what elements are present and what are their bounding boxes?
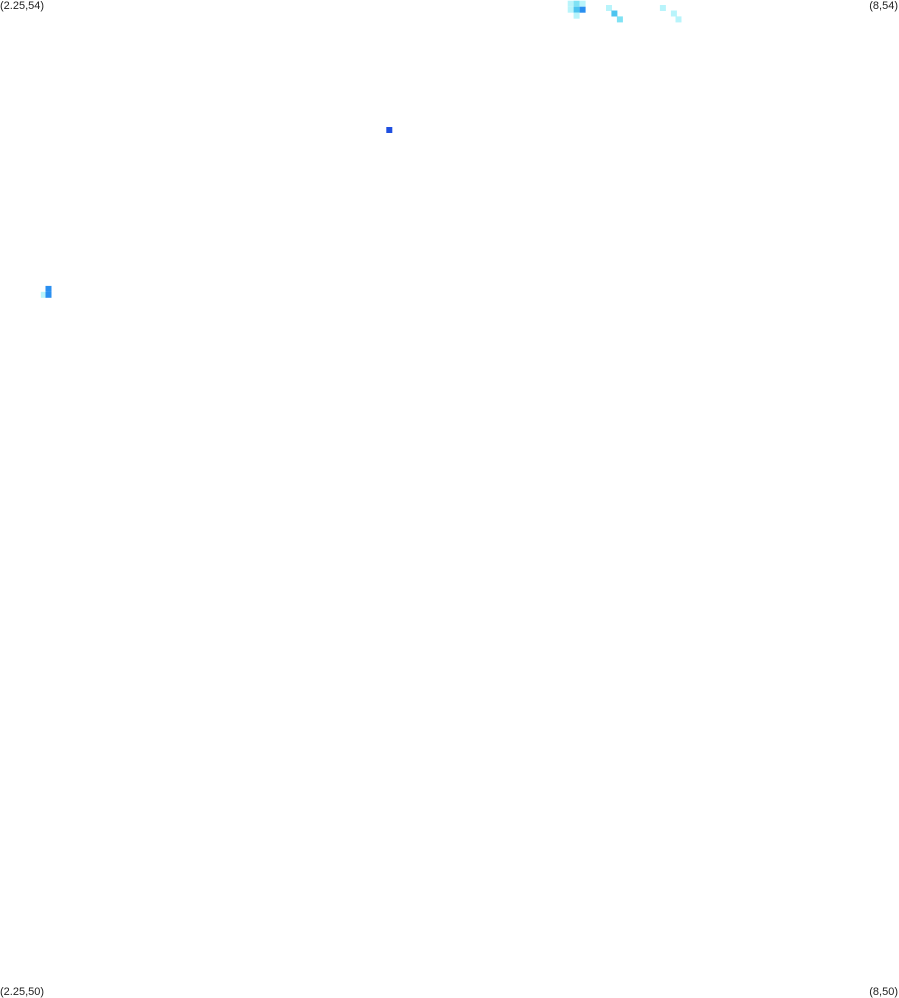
raster-cell: [670, 10, 677, 17]
corner-label-bottom-right: (8,50): [869, 986, 898, 998]
corner-label-top-left: (2.25,54): [0, 0, 45, 12]
raster-cell: [675, 16, 682, 23]
raster-cell: [611, 10, 618, 17]
raster-cell: [573, 6, 580, 13]
raster-cell: [606, 5, 612, 11]
raster-cell: [573, 0, 580, 7]
raster-cell: [567, 0, 574, 7]
raster-cell: [45, 291, 52, 298]
raster-cell: [659, 5, 666, 11]
raster-cell: [579, 0, 586, 7]
corner-label-top-right: (8,54): [869, 0, 898, 12]
raster-cell: [579, 6, 586, 13]
raster-cells-layer: [40, 0, 682, 298]
raster-cell: [386, 127, 393, 133]
raster-cell: [45, 285, 52, 292]
raster-cell: [40, 291, 47, 298]
raster-cell: [616, 16, 623, 23]
raster-cell: [573, 12, 580, 19]
raster-cell: [567, 6, 574, 13]
corner-label-bottom-left: (2.25,50): [0, 986, 45, 998]
